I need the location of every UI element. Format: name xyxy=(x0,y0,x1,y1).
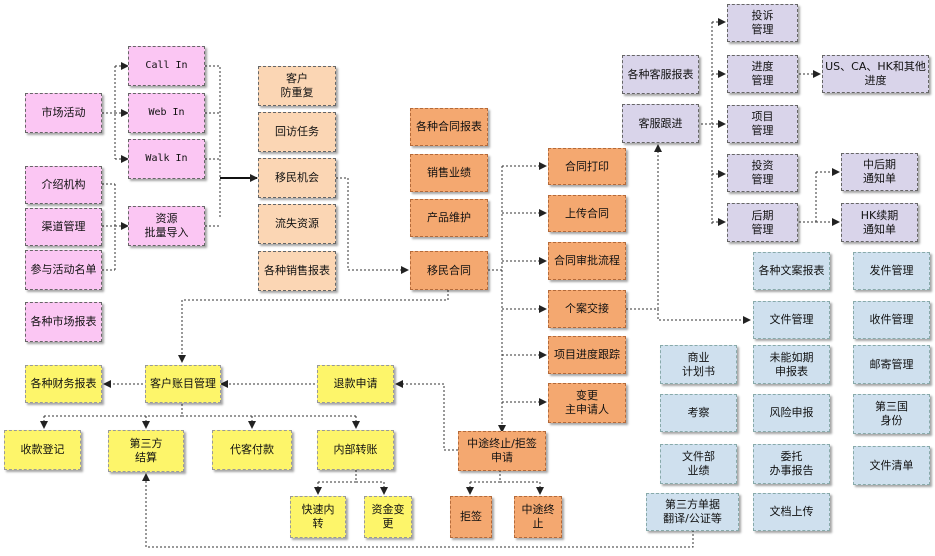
node-sales-reports[interactable]: 各种销售报表 xyxy=(258,251,336,291)
node-internal-transfer[interactable]: 内部转账 xyxy=(317,430,394,470)
node-quick-internal-transfer[interactable]: 快速内 转 xyxy=(290,496,346,538)
node-document-reports[interactable]: 各种文案报表 xyxy=(753,252,830,290)
node-payment-registration[interactable]: 收款登记 xyxy=(4,430,81,470)
node-project-management[interactable]: 项目 管理 xyxy=(727,105,798,143)
node-callback-task[interactable]: 回访任务 xyxy=(258,112,336,152)
node-hk-renewal-notice[interactable]: HK续期 通知单 xyxy=(841,203,918,242)
node-fund-change[interactable]: 资金变 更 xyxy=(364,496,412,538)
node-customer-dedup[interactable]: 客户 防重复 xyxy=(258,66,336,106)
node-service-reports[interactable]: 各种客服报表 xyxy=(622,55,699,94)
node-document-upload[interactable]: 文档上传 xyxy=(753,493,830,531)
node-customer-account-management[interactable]: 客户账目管理 xyxy=(145,365,221,403)
node-midway-termination[interactable]: 中途终 止 xyxy=(514,496,562,538)
node-refund-application[interactable]: 退款申请 xyxy=(317,365,394,403)
node-call-in[interactable]: Call In xyxy=(128,46,205,86)
node-outgoing-mail-management[interactable]: 发件管理 xyxy=(853,252,930,290)
node-marketing-reports[interactable]: 各种市场报表 xyxy=(25,302,102,342)
node-third-party-documents[interactable]: 第三方单据 翻译/公证等 xyxy=(646,493,739,531)
node-contract-print[interactable]: 合同打印 xyxy=(548,148,626,185)
node-post-stage-management[interactable]: 后期 管理 xyxy=(727,203,798,242)
node-incoming-mail-management[interactable]: 收件管理 xyxy=(853,301,930,339)
node-postal-management[interactable]: 邮寄管理 xyxy=(853,345,930,384)
node-market-activity[interactable]: 市场活动 xyxy=(25,93,102,133)
node-file-management[interactable]: 文件管理 xyxy=(753,301,830,339)
node-referral-agency[interactable]: 介绍机构 xyxy=(25,166,102,204)
node-case-handover[interactable]: 个案交接 xyxy=(548,290,626,328)
node-immigration-contract[interactable]: 移民合同 xyxy=(410,251,488,290)
node-business-plan[interactable]: 商业 计划书 xyxy=(660,345,737,384)
node-product-maintenance[interactable]: 产品维护 xyxy=(410,199,488,237)
node-resource-import[interactable]: 资源 批量导入 xyxy=(128,206,205,246)
node-payment-on-behalf[interactable]: 代客付款 xyxy=(212,430,292,470)
node-commission-report[interactable]: 委托 办事报告 xyxy=(753,444,830,484)
node-inspection[interactable]: 考察 xyxy=(660,394,737,432)
node-service-followup[interactable]: 客服跟进 xyxy=(622,104,699,143)
node-upload-contract[interactable]: 上传合同 xyxy=(548,195,626,232)
node-contract-approval-flow[interactable]: 合同审批流程 xyxy=(548,242,626,280)
node-risk-declaration[interactable]: 风险申报 xyxy=(753,394,830,432)
node-progress-management[interactable]: 进度 管理 xyxy=(727,55,798,93)
node-finance-reports[interactable]: 各种财务报表 xyxy=(25,365,102,403)
node-visa-refusal[interactable]: 拒签 xyxy=(450,496,492,538)
node-contract-reports[interactable]: 各种合同报表 xyxy=(410,108,488,146)
node-lost-resources[interactable]: 流失资源 xyxy=(258,204,336,244)
node-document-dept-performance[interactable]: 文件部 业绩 xyxy=(660,444,737,484)
node-channel-management[interactable]: 渠道管理 xyxy=(25,208,102,246)
node-web-in[interactable]: Web In xyxy=(128,93,205,133)
node-overdue-filing-report[interactable]: 未能如期 申报表 xyxy=(753,345,830,384)
node-third-country-status[interactable]: 第三国 身份 xyxy=(853,394,930,434)
node-walk-in[interactable]: Walk In xyxy=(128,139,205,179)
node-project-progress-tracking[interactable]: 项目进度跟踪 xyxy=(548,336,626,374)
node-immigration-opportunity[interactable]: 移民机会 xyxy=(258,158,336,198)
node-file-list[interactable]: 文件清单 xyxy=(853,446,930,485)
node-mid-late-notice[interactable]: 中后期 通知单 xyxy=(841,153,918,191)
node-sales-performance[interactable]: 销售业绩 xyxy=(410,154,488,192)
node-us-ca-hk-progress[interactable]: US、CA、HK和其他 进度 xyxy=(822,55,929,93)
node-midway-termination-application[interactable]: 中途终止/拒签 申请 xyxy=(458,431,546,471)
node-complaint-management[interactable]: 投诉 管理 xyxy=(727,4,798,42)
node-change-main-applicant[interactable]: 变更 主申请人 xyxy=(548,383,626,423)
node-third-party-settlement[interactable]: 第三方 结算 xyxy=(108,430,184,472)
node-participant-list[interactable]: 参与活动名单 xyxy=(25,250,102,290)
node-investment-management[interactable]: 投资 管理 xyxy=(727,154,798,192)
